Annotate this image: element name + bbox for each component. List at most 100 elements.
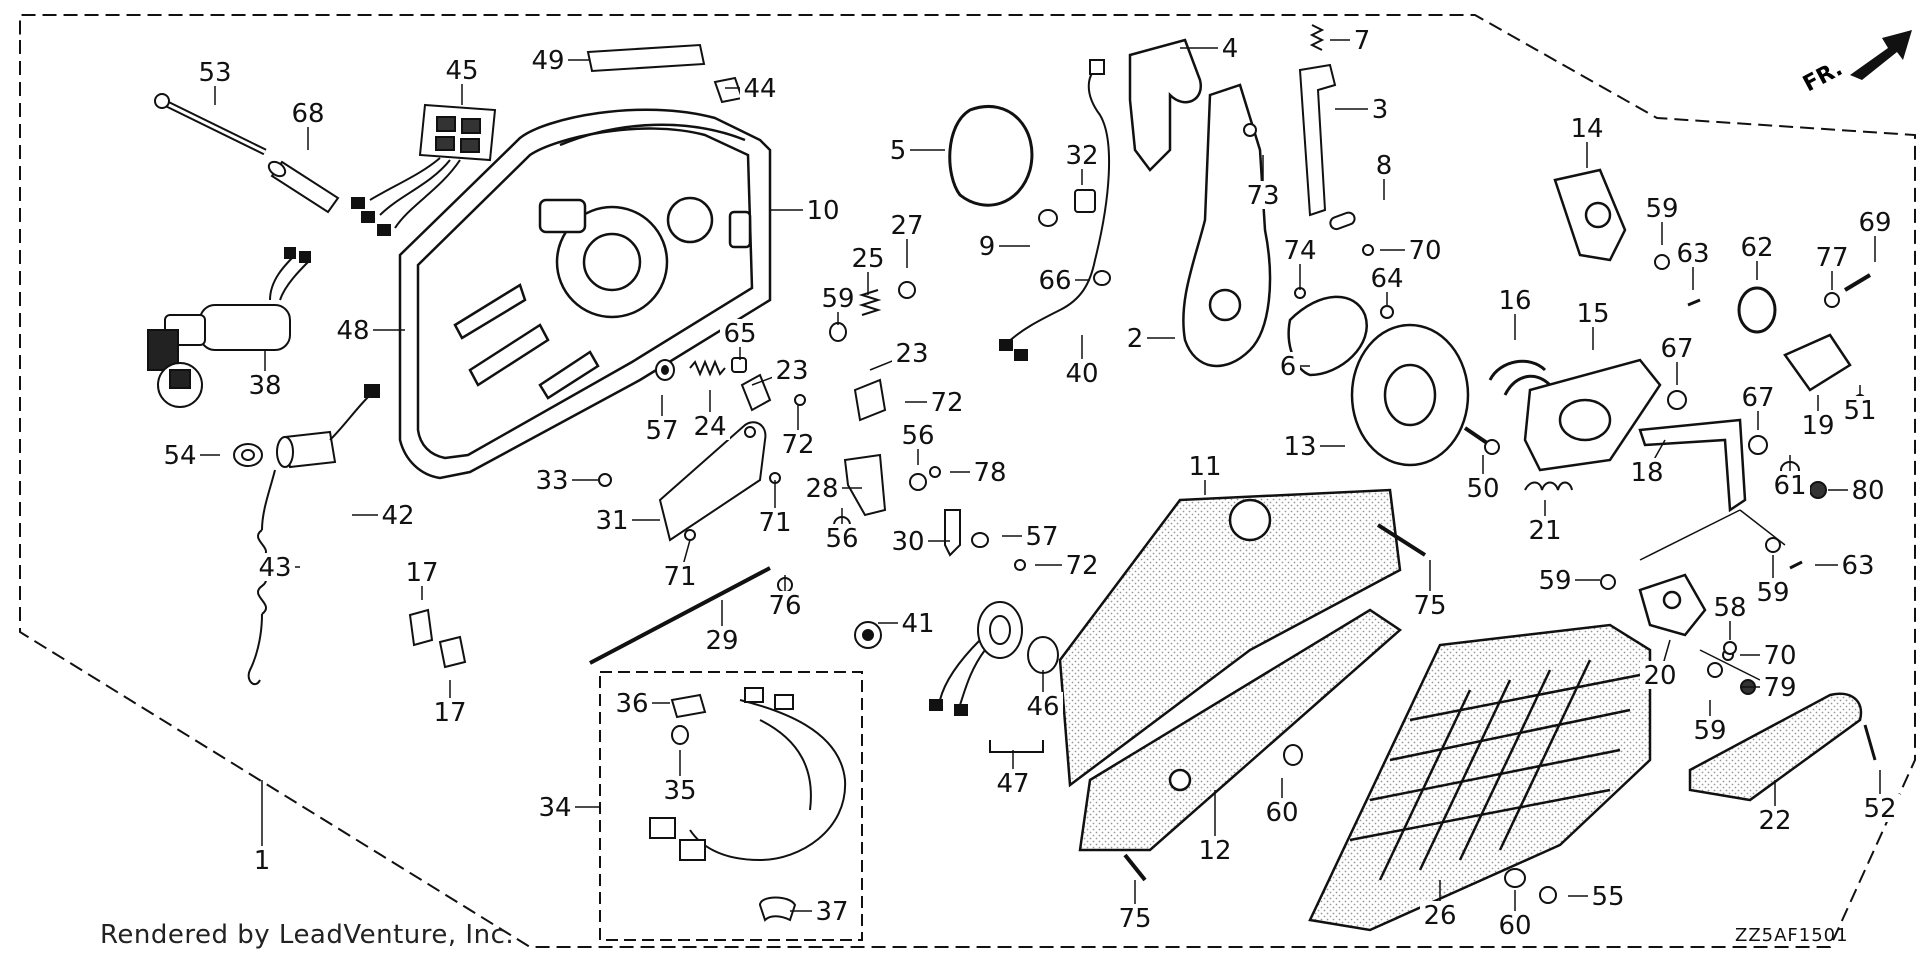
callout-30: 30 [888,527,950,557]
callout-51: 51 [1840,385,1880,426]
part-75-screws [1123,523,1427,882]
callout-67: 67 [1738,383,1778,430]
callout-bg [1243,181,1283,209]
part-5-ring [948,104,1034,207]
part-17-clamps [408,608,467,669]
callout-46: 46 [1023,670,1063,722]
callout-23: 23 [869,339,932,371]
callout-25: 25 [848,244,888,295]
callout-number: 46 [1026,692,1059,722]
part-25-spring [858,289,882,316]
callout-number: 34 [538,793,571,823]
callout-8: 8 [1372,151,1396,200]
callout-number: 77 [1815,243,1848,273]
callout-bg [892,339,932,367]
callout-47: 47 [993,750,1033,799]
callout-number: 14 [1570,114,1603,144]
part-9-bolt [1038,209,1058,227]
callout-bg [195,58,235,86]
callout-59: 59 [818,284,858,325]
callout-bg [848,244,888,272]
part-22-lever [1688,692,1863,802]
callout-number: 75 [1413,591,1446,621]
callout-number: 79 [1763,673,1796,703]
callout-bg [1737,233,1777,261]
callout-33: 33 [532,466,598,496]
part-33-screw [598,473,612,487]
callout-bg [255,553,295,581]
callout-bg [1218,34,1242,62]
callout-5: 5 [886,136,945,166]
callout-number: 58 [1713,593,1746,623]
callout-number: 8 [1376,151,1393,181]
callout-number: 38 [248,371,281,401]
callout-65: 65 [720,319,760,360]
callout-bg [1372,151,1396,179]
part-59-washers [829,254,1781,678]
callout-number: 65 [723,319,756,349]
part-3-lever-arm [1298,63,1337,217]
callout-61: 61 [1770,455,1810,501]
callout-bg [1367,264,1407,292]
callout-number: 59 [1645,194,1678,224]
callout-bg [1838,551,1878,579]
callout-7: 7 [1330,26,1374,56]
callout-number: 4 [1222,34,1239,64]
callout-number: 73 [1246,181,1279,211]
callout-bg [1062,359,1102,387]
callout-number: 54 [163,441,196,471]
callout-number: 71 [758,508,791,538]
callout-11: 11 [1185,452,1225,495]
callout-4: 4 [1180,34,1242,64]
callout-number: 1 [254,846,271,876]
callout-bg [1588,882,1628,910]
callout-number: 3 [1372,95,1389,125]
callout-bg [1262,798,1302,826]
callout-number: 45 [445,56,478,86]
callout-number: 56 [825,524,858,554]
bracket-47 [989,740,1044,753]
callout-45: 45 [442,56,482,105]
callout-number: 72 [930,388,963,418]
diagram-code: ZZ5AF1501 [1735,925,1849,946]
part-11-gasket-plate [1058,488,1402,788]
callout-number: 19 [1801,411,1834,441]
callout-number: 24 [693,412,726,442]
callout-54: 54 [160,441,220,471]
callout-number: 22 [1758,806,1791,836]
callout-bg [927,388,967,416]
callout-49: 49 [528,46,590,76]
callout-number: 64 [1370,264,1403,294]
callout-number: 57 [1025,522,1058,552]
callout-bg [1673,239,1713,267]
part-67-collars [1667,390,1768,455]
assembly-guide-lines [1639,509,1786,681]
callout-bg [1860,794,1900,822]
part-54-nut [233,443,263,467]
callout-bg [1495,911,1535,939]
callout-78: 78 [950,458,1010,488]
callout-number: 49 [531,46,564,76]
callout-28: 28 [802,474,862,504]
callout-bg [1420,901,1460,929]
callout-number: 67 [1741,383,1774,413]
callout-bg [1812,243,1852,271]
callout-76: 76 [765,575,805,621]
callout-number: 17 [433,698,466,728]
part-71-screws [684,472,781,541]
callout-70: 70 [1380,236,1445,266]
callout-number: 12 [1198,836,1231,866]
callout-9: 9 [975,232,1030,262]
part-32-pin [1074,189,1096,213]
callout-number: 40 [1065,359,1098,389]
callout-1: 1 [250,780,274,876]
callout-number: 57 [645,416,678,446]
callout-number: 29 [705,626,738,656]
part-27-cap [898,281,916,299]
part-6-detent [1287,295,1368,377]
callout-42: 42 [352,501,418,531]
callout-number: 60 [1265,798,1298,828]
callout-bg [1525,516,1565,544]
callout-57: 57 [1002,522,1062,552]
part-64-collar [1380,305,1394,319]
